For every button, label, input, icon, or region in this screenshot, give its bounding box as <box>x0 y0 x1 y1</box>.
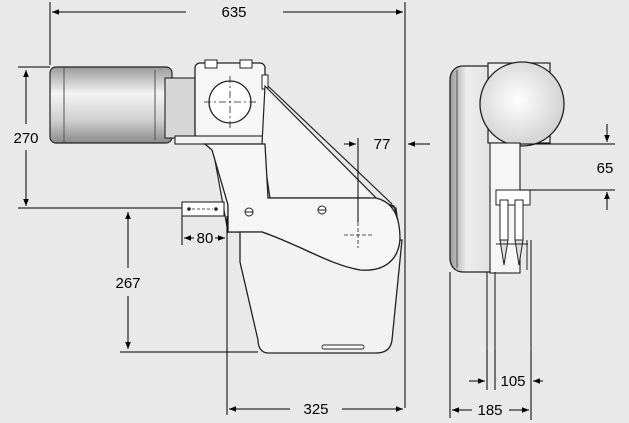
dim-label-offset-right: 77 <box>374 136 391 153</box>
side-view <box>449 61 565 350</box>
dimension-labels: 635 270 77 80 267 325 65 105 185 <box>13 4 613 419</box>
dim-label-side-width: 185 <box>477 402 502 419</box>
dim-label-rail-width: 105 <box>500 373 525 390</box>
gearbox <box>174 59 273 145</box>
center-mark <box>344 222 372 248</box>
bolt-icon <box>244 205 327 217</box>
dim-label-motor-height: 270 <box>13 130 38 147</box>
drum <box>479 61 565 147</box>
dimension-lines <box>18 2 615 420</box>
lower-housing <box>239 231 403 354</box>
motor-body <box>49 66 198 144</box>
dim-label-lower-height: 267 <box>115 275 140 292</box>
arm-diagonal <box>267 85 393 205</box>
dim-label-gap-height: 65 <box>597 160 614 177</box>
roller-assembly <box>496 199 528 266</box>
slot <box>321 344 365 350</box>
mounting-bar <box>181 201 225 217</box>
dim-label-mount-offset: 80 <box>197 230 214 247</box>
dim-label-overall-width: 635 <box>221 4 246 21</box>
front-view <box>49 59 403 354</box>
dim-label-bottom-width: 325 <box>303 401 328 418</box>
